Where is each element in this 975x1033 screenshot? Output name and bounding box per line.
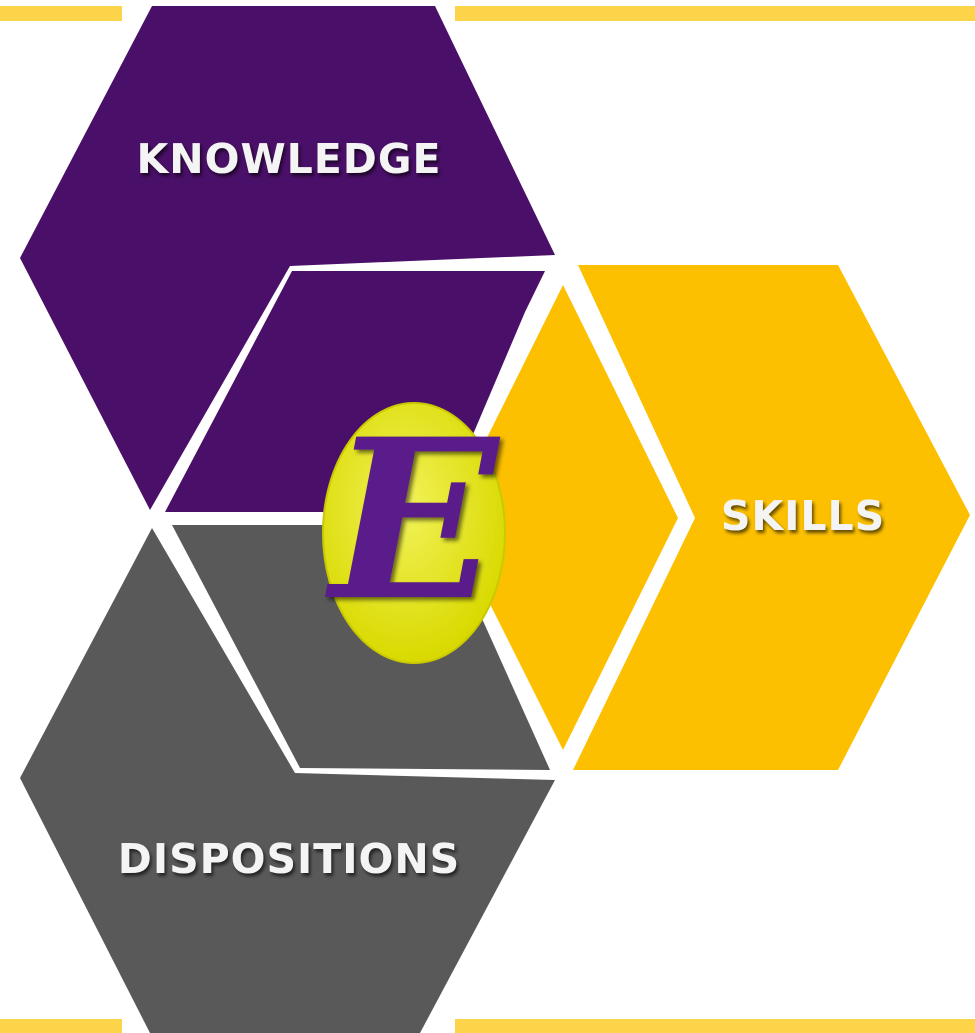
emblem-oval [322,402,506,664]
top-left-accent-bar [0,6,122,21]
bottom-left-accent-bar [0,1019,122,1033]
dispositions-hexagon [20,528,555,1033]
emblem-letter: E [324,390,501,649]
bottom-right-accent-bar [455,1019,975,1033]
skills-inner-segment [447,285,678,750]
skills-hexagon [573,265,970,770]
knowledge-hexagon [20,6,555,510]
dispositions-label: DISPOSITIONS [118,835,460,883]
knowledge-label: KNOWLEDGE [137,135,442,183]
top-right-accent-bar [455,6,975,21]
skills-label: SKILLS [721,492,885,540]
